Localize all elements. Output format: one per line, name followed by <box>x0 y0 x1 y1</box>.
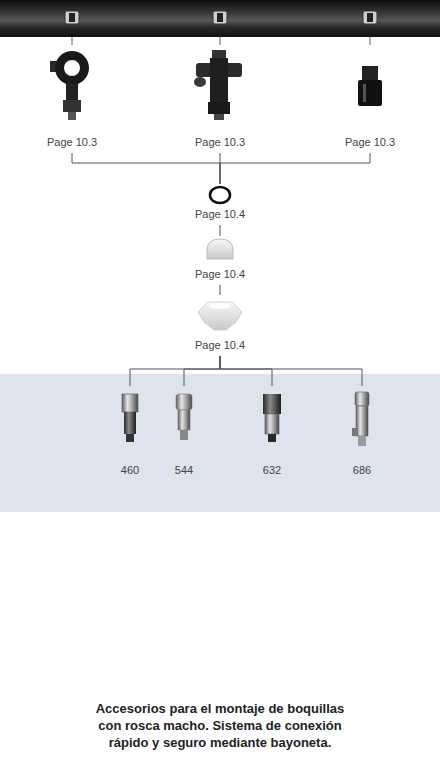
part-item: 544 <box>162 386 206 481</box>
nozzle-band <box>0 374 440 512</box>
connector-line <box>220 153 370 184</box>
connector-line <box>220 285 221 295</box>
page-reference: Page 10.4 <box>195 268 245 281</box>
part-item: Page 10.4 <box>190 236 251 285</box>
cap <box>207 239 233 259</box>
page-reference: Page 10.4 <box>195 208 245 221</box>
page-reference: Page 10.3 <box>345 136 395 149</box>
nozzle-544 <box>176 394 192 440</box>
connector-line <box>220 356 272 386</box>
o-ring <box>210 187 230 203</box>
page-reference: Page 10.3 <box>195 136 245 149</box>
part-item: 632 <box>250 386 294 481</box>
page-reference: 632 <box>263 464 281 477</box>
connector-line <box>130 356 220 386</box>
bayonet-nut <box>198 302 242 330</box>
nozzle-686 <box>352 392 369 446</box>
part-item: 460 <box>108 386 152 481</box>
caption: Accesorios para el montaje de boquillas … <box>72 700 368 751</box>
pipe <box>0 0 440 37</box>
tee-fitting <box>194 50 242 120</box>
nozzle-460 <box>122 394 138 442</box>
part-item: Page 10.4 <box>190 184 251 225</box>
connector-line <box>220 225 221 236</box>
page-reference: Page 10.4 <box>195 339 245 352</box>
connector-line <box>72 153 220 184</box>
nozzle-632 <box>263 394 281 442</box>
page-reference: 460 <box>121 464 139 477</box>
connector-line <box>184 356 220 386</box>
part-item: Page 10.3 <box>180 44 260 153</box>
page-reference: 686 <box>353 464 371 477</box>
saddle-fitting <box>50 51 89 120</box>
connector-line <box>220 356 362 386</box>
part-item: Page 10.4 <box>190 295 251 356</box>
pipe-leader-lines <box>72 37 370 45</box>
page-reference: 544 <box>175 464 193 477</box>
part-item: Page 10.3 <box>32 44 112 153</box>
part-item: 686 <box>340 386 384 481</box>
adapter-fitting <box>358 66 382 106</box>
pipe-clamps <box>65 11 377 24</box>
part-item: Page 10.3 <box>330 44 410 153</box>
page-reference: Page 10.3 <box>47 136 97 149</box>
